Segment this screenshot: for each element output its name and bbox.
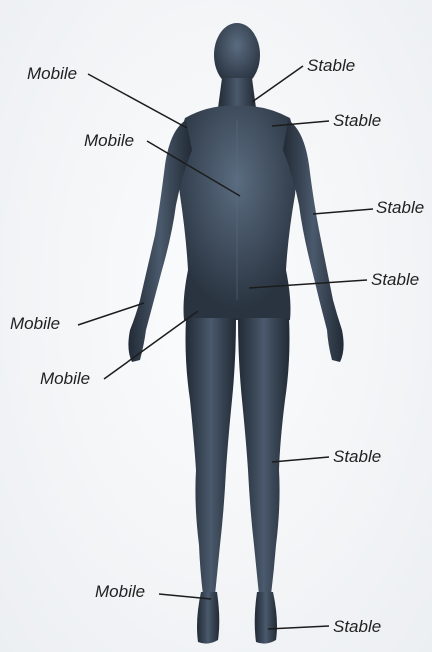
- right-leg: [238, 318, 290, 595]
- leader-line-stable-5: [272, 457, 329, 462]
- left-arm: [128, 120, 192, 362]
- figure-body: [128, 23, 343, 644]
- right-foot: [255, 592, 277, 644]
- label-stable-6: Stable: [333, 617, 381, 637]
- leader-line-mobile-1: [88, 74, 187, 128]
- label-stable-5: Stable: [333, 447, 381, 467]
- neck: [218, 78, 256, 108]
- leader-line-stable-6: [268, 626, 329, 629]
- label-stable-2: Stable: [333, 111, 381, 131]
- label-mobile-3: Mobile: [10, 314, 60, 334]
- right-arm: [283, 120, 344, 362]
- label-stable-3: Stable: [376, 198, 424, 218]
- leader-line-mobile-4: [104, 311, 198, 379]
- left-leg: [186, 318, 237, 595]
- label-stable-4: Stable: [371, 270, 419, 290]
- leader-line-stable-1: [252, 66, 303, 102]
- label-stable-1: Stable: [307, 56, 355, 76]
- left-foot: [197, 592, 219, 644]
- label-mobile-2: Mobile: [84, 131, 134, 151]
- label-mobile-1: Mobile: [27, 64, 77, 84]
- label-mobile-5: Mobile: [95, 582, 145, 602]
- head: [214, 23, 260, 87]
- label-mobile-4: Mobile: [40, 369, 90, 389]
- leader-line-stable-3: [313, 209, 373, 214]
